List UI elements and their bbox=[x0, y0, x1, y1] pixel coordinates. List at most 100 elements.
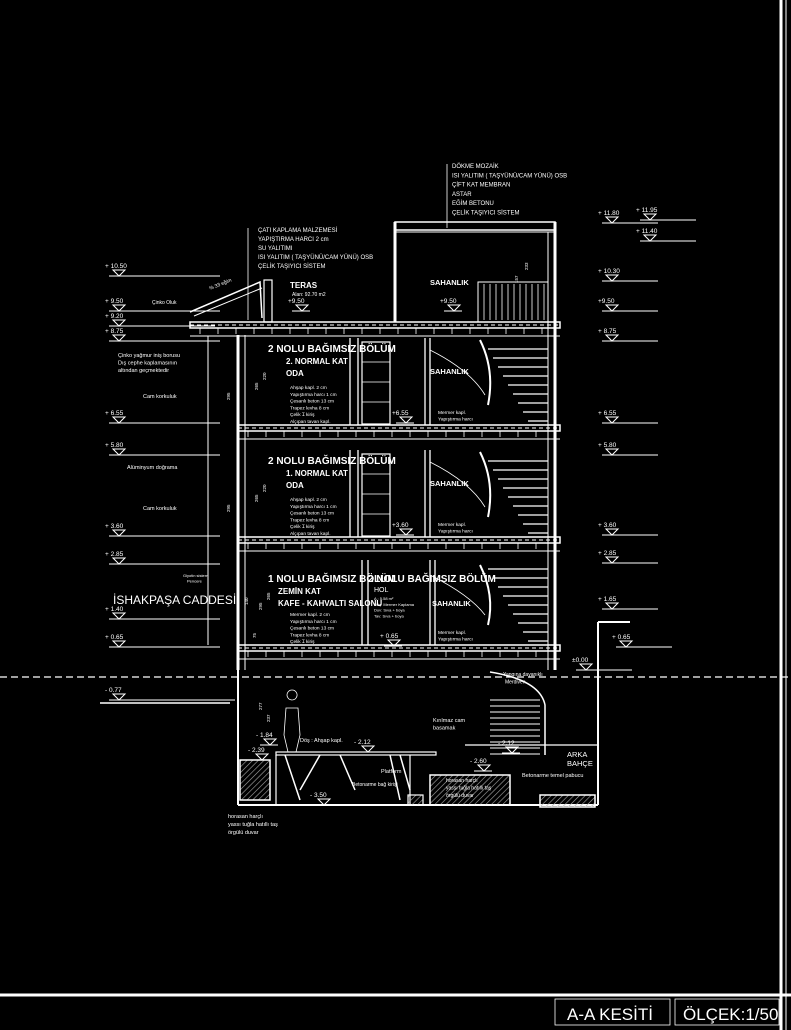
level-triangle-icon bbox=[398, 416, 414, 424]
level-marker-left: - 0.77 bbox=[105, 687, 235, 701]
level-marker-right: + 5.80 bbox=[598, 442, 658, 456]
level-triangle-icon bbox=[111, 269, 127, 277]
roof-layer-note: ÇATI KAPLAMA MALZEMESİ bbox=[258, 227, 338, 234]
level-marker-right: + 6.55 bbox=[598, 410, 658, 424]
floor-layer-note: Trapez levha 8 cm bbox=[290, 517, 329, 523]
roof-railing bbox=[477, 281, 549, 323]
tie-beam bbox=[407, 794, 424, 806]
drawing-title: A-A KESİTİ bbox=[567, 1005, 653, 1024]
level-marker-left: + 2.85 bbox=[105, 551, 220, 565]
floor-layer-note: Çelik Ɪ kiriş bbox=[290, 639, 315, 645]
landing-layer-note: Yapıştırma harcı bbox=[438, 417, 473, 423]
hall-info: Duv: Sıva + boya bbox=[374, 608, 405, 613]
level-marker-right: + 11.80 bbox=[598, 210, 658, 224]
level-triangle-icon bbox=[604, 334, 620, 342]
unit-label: 2 NOLU BAĞIMSIZ BÖLÜM bbox=[268, 342, 396, 355]
level-triangle-icon bbox=[604, 274, 620, 282]
stone-wall-section bbox=[239, 759, 271, 801]
stair-handrail bbox=[479, 564, 492, 626]
roof-layer bbox=[193, 287, 263, 317]
level-triangle-icon bbox=[398, 528, 414, 536]
landing-layer-note: Yapıştırma harcı bbox=[438, 529, 473, 535]
level-triangle-icon bbox=[111, 448, 127, 456]
level-marker-right: + 8.75 bbox=[598, 328, 658, 342]
level-triangle-icon bbox=[111, 319, 127, 327]
dimension-label: 75 bbox=[252, 632, 257, 638]
floor-layer-note: Çelik Ɪ kiriş bbox=[290, 524, 315, 530]
footing-note: Betonarme temel pabucu bbox=[522, 773, 583, 779]
landing-layer-note: Mermer kapl. bbox=[438, 410, 466, 416]
level-triangle-icon bbox=[386, 639, 402, 647]
footing bbox=[539, 794, 596, 808]
level-triangle-icon bbox=[604, 416, 620, 424]
back-garden-label: BAHÇE bbox=[567, 759, 593, 768]
level-triangle-icon bbox=[111, 334, 127, 342]
floor-layer-note: Yapıştırma harcı 1 cm bbox=[290, 392, 337, 398]
level-label: + 2.85 bbox=[598, 550, 617, 557]
level-label: + 1.65 bbox=[598, 596, 617, 603]
level-label: +9.50 bbox=[598, 298, 615, 305]
stair-handrail bbox=[479, 339, 492, 406]
room-label: KAFE - KAHVALTI SALONU bbox=[278, 599, 382, 608]
level-triangle-icon bbox=[604, 448, 620, 456]
level-label: + 11.95 bbox=[636, 207, 658, 214]
level-label: + 11.40 bbox=[636, 228, 658, 235]
floor-layer-note: Trapez levha 8 cm bbox=[290, 632, 329, 638]
landing-label-roof: SAHANLIK bbox=[430, 278, 469, 287]
dimension-label: 233 bbox=[524, 262, 529, 270]
level-triangle-icon bbox=[476, 764, 492, 772]
glass-railing-note: Cam korkuluk bbox=[143, 506, 177, 512]
level-triangle-icon bbox=[604, 602, 620, 610]
glass-step-note: basamak bbox=[433, 726, 456, 732]
level-label: + 8.75 bbox=[105, 328, 124, 335]
platform-note: Platform bbox=[381, 769, 402, 775]
level-label: + 8.75 bbox=[598, 328, 617, 335]
stone-wall-note: yassı tuğla hatıllı taş bbox=[228, 822, 278, 828]
dimension-label: 265 bbox=[254, 494, 259, 502]
glass-railing-note: Cam korkuluk bbox=[143, 394, 177, 400]
level-marker-inner: +3.60 bbox=[392, 522, 414, 536]
window-note: Pencere bbox=[187, 579, 203, 584]
floor-label: ZEMİN KAT bbox=[278, 587, 321, 596]
floor-label: 2. NORMAL KAT bbox=[286, 357, 348, 366]
door bbox=[361, 341, 391, 425]
level-triangle-icon bbox=[111, 612, 127, 620]
floor-label: 1. NORMAL KAT bbox=[286, 469, 348, 478]
roof-layer-note: ÇİFT KAT MEMBRAN bbox=[452, 182, 510, 189]
level-marker-left: + 9.50 bbox=[105, 298, 220, 312]
landing-layer-note: Mermer kapl. bbox=[438, 522, 466, 528]
roof-layer-note: SU YALITIMI bbox=[258, 246, 293, 252]
level-triangle-icon bbox=[111, 304, 127, 312]
level-marker-left: + 10.50 bbox=[105, 263, 220, 277]
stone-wall-note: örgülü duvar bbox=[228, 830, 259, 836]
level-marker-right: + 0.65 bbox=[612, 634, 672, 648]
hall-info: Tav: Sıva + boya bbox=[374, 613, 404, 618]
floor-layer-note: Ahşap kapl. 2 cm bbox=[290, 385, 327, 391]
floor-layer-note: Yapıştırma harcı 1 cm bbox=[290, 619, 337, 625]
platform-brace bbox=[299, 754, 321, 791]
stone-wall-section bbox=[429, 774, 511, 806]
tie-beam-note: Betonarme bağ kirişi bbox=[352, 782, 398, 788]
aluminium-joinery-note: Alüminyum doğrama bbox=[127, 465, 178, 471]
glass-step-note: Kırılmaz cam bbox=[433, 718, 466, 724]
unit-label: 1 NOLU BAĞIMSIZ BÖLÜM bbox=[268, 572, 396, 585]
level-label: - 2.39 bbox=[248, 747, 265, 754]
unit-label: 2 NOLU BAĞIMSIZ BÖLÜM bbox=[268, 454, 396, 467]
level-triangle-icon bbox=[642, 213, 658, 221]
dimension-label: 140 bbox=[244, 597, 249, 605]
roof-slope-label: % 33 eğim bbox=[209, 277, 233, 291]
level-triangle-icon bbox=[111, 640, 127, 648]
level-marker-inner: - 2.12 bbox=[498, 740, 520, 754]
level-label: + 11.80 bbox=[598, 210, 620, 217]
door bbox=[361, 453, 391, 537]
floor-layer-note: Çesanlı beton 13 cm bbox=[290, 399, 334, 405]
downpipe-note: Dış cephe kaplamasının bbox=[118, 361, 177, 367]
hall-info: A : 5.58 m² bbox=[374, 596, 394, 601]
dimension-label: 277 bbox=[258, 702, 263, 710]
drawing-scale: ÖLÇEK:1/50 bbox=[683, 1005, 778, 1024]
stone-wall-note: örgülü duvar bbox=[446, 793, 474, 799]
unit-label: 2 NOLU BAĞIMSIZ BÖLÜM bbox=[368, 572, 496, 585]
level-marker-left: + 0.65 bbox=[105, 634, 220, 648]
level-triangle-icon bbox=[111, 416, 127, 424]
level-label: - 0.77 bbox=[105, 687, 122, 694]
